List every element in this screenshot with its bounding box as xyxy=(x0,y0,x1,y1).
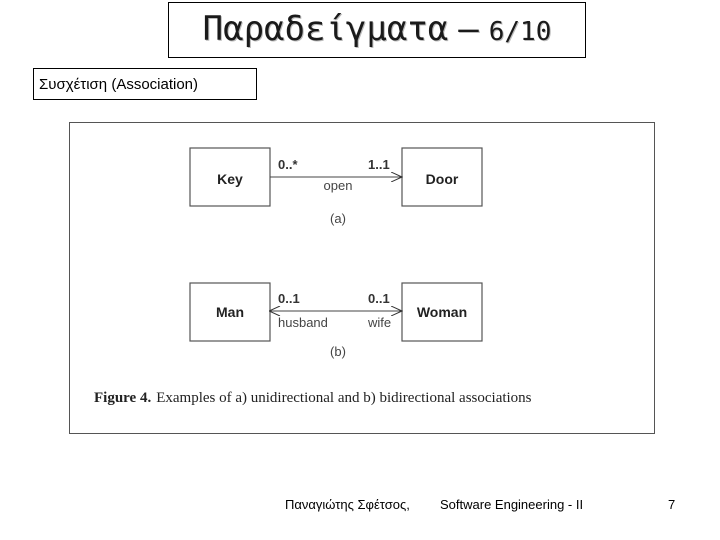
slide-title: Παραδείγματα–6/10 xyxy=(169,9,585,49)
slide-title-separator: – xyxy=(458,9,479,49)
role-wife: wife xyxy=(367,315,391,330)
figure-caption: Figure 4. Examples of a) unidirectional a… xyxy=(94,390,532,406)
figure-caption-text: Examples of a) unidirectional and b) bid… xyxy=(156,390,531,406)
footer-course: Software Engineering - II xyxy=(440,497,584,512)
slide-title-main: Παραδείγματα xyxy=(202,9,449,49)
class-box-man xyxy=(189,282,271,342)
footer-page-number: 7 xyxy=(668,497,676,512)
caption-b: (b) xyxy=(330,344,346,359)
uml-figure: Key Door 0..* 1..1 open (a) Man Woman 0.… xyxy=(69,122,655,434)
slide-title-page: 6/10 xyxy=(488,17,552,47)
class-box-woman xyxy=(401,282,483,342)
multiplicity-key: 0..* xyxy=(278,157,298,172)
slide-subtitle: Συσχέτιση (Association) xyxy=(33,68,257,100)
class-name-key: Key xyxy=(217,171,243,187)
class-name-woman: Woman xyxy=(417,304,467,320)
multiplicity-man: 0..1 xyxy=(278,291,300,306)
class-name-door: Door xyxy=(426,171,459,187)
multiplicity-door: 1..1 xyxy=(368,157,390,172)
footer-author: Παναγιώτης Σφέτσος, xyxy=(285,497,410,512)
multiplicity-woman: 0..1 xyxy=(368,291,390,306)
class-name-man: Man xyxy=(216,304,244,320)
role-husband: husband xyxy=(278,315,328,330)
caption-a: (a) xyxy=(330,211,346,226)
class-box-door xyxy=(401,147,483,207)
uml-diagram: Key Door 0..* 1..1 open (a) Man Woman 0.… xyxy=(94,147,532,406)
figure-caption-label: Figure 4. xyxy=(94,390,151,406)
class-box-key xyxy=(189,147,271,207)
slide-title-box: Παραδείγματα–6/10 xyxy=(168,2,586,58)
association-label-open: open xyxy=(324,178,353,193)
